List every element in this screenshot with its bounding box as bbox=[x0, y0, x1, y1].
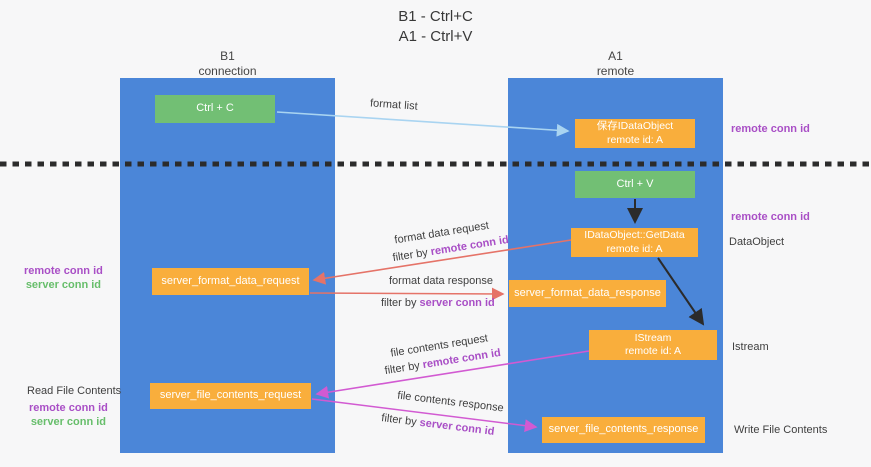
lane-a1-name: A1 bbox=[608, 49, 623, 63]
format-data-response-filter: filter by server conn id bbox=[381, 297, 495, 309]
lane-b1-name: B1 bbox=[220, 49, 235, 63]
remote-conn-id-left-bottom: remote conn id bbox=[29, 402, 108, 414]
ctrl-c-box: Ctrl + C bbox=[155, 95, 275, 123]
getdata-box: IDataObject::GetData remote id: A bbox=[571, 228, 698, 257]
lane-b1-subtitle: connection bbox=[198, 64, 257, 78]
istream-line1: IStream bbox=[634, 331, 672, 344]
server-file-contents-request-label: server_file_contents_request bbox=[159, 389, 302, 402]
lane-header-b1: B1 connection bbox=[120, 49, 335, 79]
filter-by-text-1: filter by bbox=[391, 246, 429, 265]
save-dataobject-line1: 保存IDataObject bbox=[596, 120, 674, 133]
server-format-data-request-box: server_format_data_request bbox=[152, 268, 309, 295]
server-file-contents-response-box: server_file_contents_response bbox=[542, 417, 705, 443]
save-dataobject-line2: remote id: A bbox=[606, 133, 664, 146]
format-list-label: format list bbox=[369, 97, 419, 113]
dataobject-annotation: DataObject bbox=[729, 236, 785, 248]
server-conn-id-left-top: server conn id bbox=[25, 279, 102, 292]
save-dataobject-box: 保存IDataObject remote id: A bbox=[575, 119, 695, 148]
title-line-1: B1 - Ctrl+C bbox=[398, 8, 473, 25]
server-file-contents-response-label: server_file_contents_response bbox=[548, 423, 699, 436]
remote-conn-id-right-top: remote conn id bbox=[731, 123, 810, 135]
filter-by-text-4: filter by bbox=[380, 412, 418, 429]
arrow-format-data-response bbox=[309, 287, 505, 301]
server-conn-id-filter-1: server conn id bbox=[419, 297, 495, 309]
read-file-contents-annotation: Read File Contents bbox=[27, 385, 122, 397]
ctrl-v-label: Ctrl + V bbox=[616, 177, 654, 190]
istream-annotation: Istream bbox=[732, 341, 769, 353]
getdata-line2: remote id: A bbox=[606, 242, 663, 255]
istream-box: IStream remote id: A bbox=[589, 330, 717, 360]
server-format-data-request-label: server_format_data_request bbox=[161, 274, 300, 287]
remote-conn-id-left-top: remote conn id bbox=[24, 265, 103, 277]
server-conn-id-left-bottom: server conn id bbox=[30, 416, 107, 429]
left-conn-ids-top: remote conn id server conn id bbox=[24, 264, 103, 293]
file-contents-response-filter: filter by server conn id bbox=[381, 412, 495, 438]
filter-by-text-2: filter by bbox=[381, 297, 417, 309]
diagram-title: B1 - Ctrl+C A1 - Ctrl+V bbox=[0, 7, 871, 48]
format-data-response-label: format data response bbox=[389, 275, 493, 287]
left-conn-ids-bottom: remote conn id server conn id bbox=[29, 401, 108, 430]
lane-a1-subtitle: remote bbox=[596, 64, 635, 78]
server-format-data-response-box: server_format_data_response bbox=[509, 280, 666, 307]
ctrl-v-box: Ctrl + V bbox=[575, 171, 695, 198]
server-conn-id-filter-2: server conn id bbox=[418, 416, 496, 438]
title-line-2: A1 - Ctrl+V bbox=[398, 28, 473, 46]
filter-by-text-3: filter by bbox=[383, 359, 421, 378]
server-file-contents-request-box: server_file_contents_request bbox=[150, 383, 311, 409]
remote-conn-id-right-mid: remote conn id bbox=[731, 211, 810, 223]
lane-header-a1: A1 remote bbox=[508, 49, 723, 79]
server-format-data-response-label: server_format_data_response bbox=[514, 286, 661, 299]
istream-line2: remote id: A bbox=[624, 345, 682, 357]
getdata-line1: IDataObject::GetData bbox=[584, 229, 685, 242]
file-contents-response-label: file contents response bbox=[396, 389, 505, 415]
ctrl-c-label: Ctrl + C bbox=[196, 102, 234, 115]
write-file-contents-annotation: Write File Contents bbox=[734, 424, 828, 436]
